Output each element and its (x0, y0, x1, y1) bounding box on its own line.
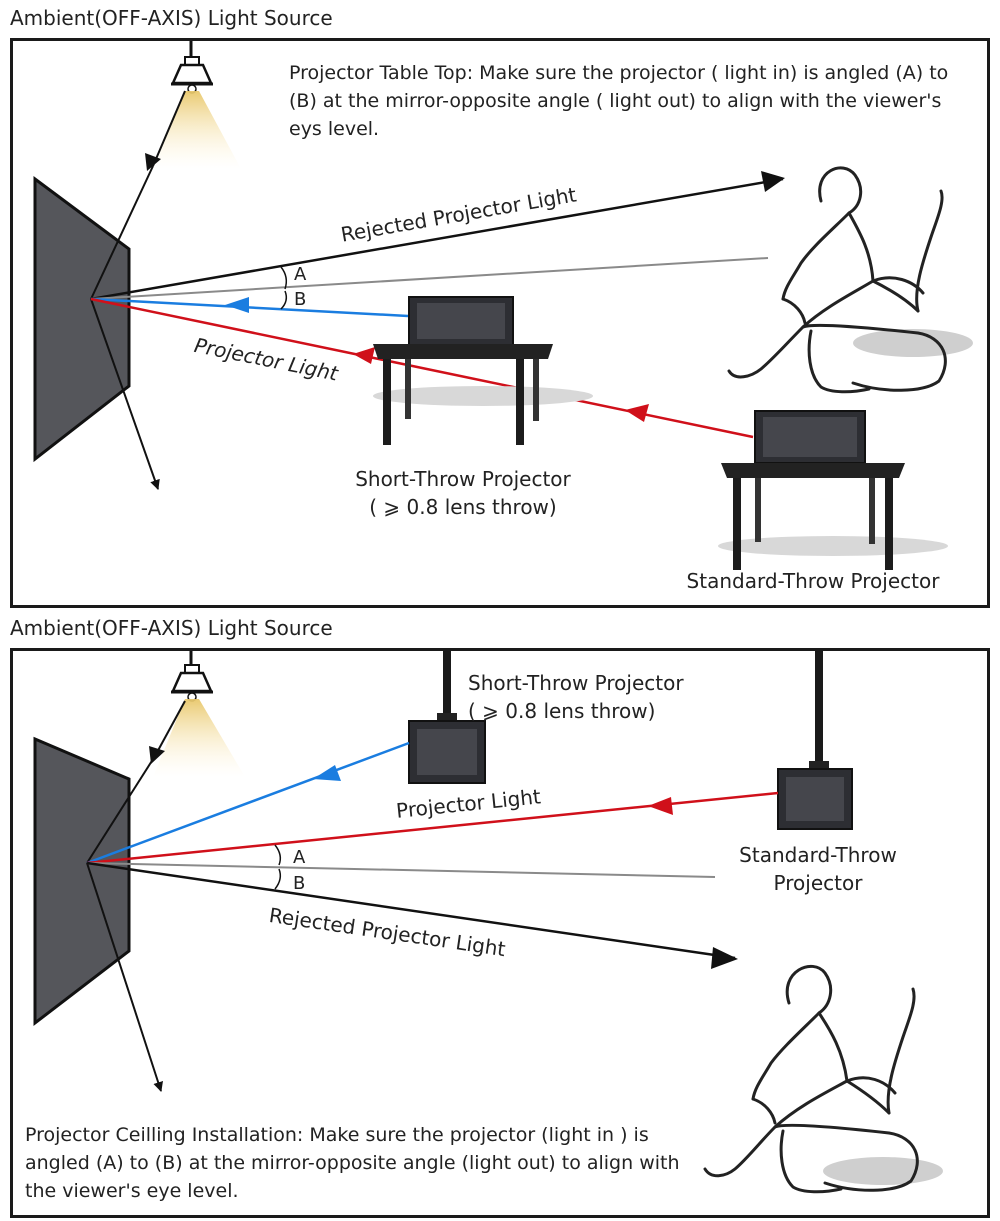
short-throw-label: Short-Throw Projector ( ⩾ 0.8 lens throw… (468, 669, 728, 725)
viewer-reference-line (90, 257, 769, 300)
short-throw-arrowhead (225, 297, 249, 313)
short-throw-label: Short-Throw Projector (355, 467, 571, 491)
short-throw-projector-on-table (373, 296, 593, 445)
rejected-light-ray (90, 177, 784, 301)
rejected-light-ray (86, 861, 736, 960)
short-throw-ceiling-mount (443, 651, 451, 715)
short-throw-light-ray (90, 297, 409, 318)
table-top-diagram (33, 41, 973, 570)
standard-throw-projector-on-table (718, 410, 948, 570)
short-throw-label-line1: Short-Throw Projector (468, 671, 684, 695)
seated-viewer-figure (727, 166, 973, 394)
angle-a-label: A (293, 847, 306, 868)
red-arrowhead-far (625, 404, 649, 422)
table-top-panel: Projector Table Top: Make sure the proje… (10, 38, 990, 608)
standard-throw-label-line2: Projector (773, 871, 863, 895)
viewer-reference-line (86, 862, 716, 878)
table-top-instruction: Projector Table Top: Make sure the proje… (289, 62, 949, 140)
angle-a-label: A (294, 264, 307, 285)
short-throw-spec: ( ⩾ 0.8 lens throw) (468, 699, 656, 723)
ambient-reflected (90, 298, 160, 490)
seated-viewer-figure (703, 964, 943, 1194)
short-throw-spec: ( ⩾ 0.8 lens throw) (369, 495, 557, 519)
ambient-light-ray (154, 700, 186, 757)
ambient-reflected (86, 862, 163, 1092)
ambient-incoming (86, 755, 156, 864)
bottom-section-title: Ambient(OFF-AXIS) Light Source (10, 616, 333, 640)
short-throw-arrowhead (313, 765, 341, 781)
rejected-arrowhead (711, 947, 738, 969)
standard-throw-ceiling-mount (815, 651, 823, 763)
angle-b-arc (280, 290, 288, 310)
angle-b-label: B (293, 873, 306, 894)
ambient-arrowhead (145, 153, 161, 171)
ceiling-instruction: Projector Ceilling Installation: Make su… (25, 1124, 680, 1202)
angle-a-arc (274, 844, 282, 866)
angle-b-arc (274, 868, 282, 890)
rejected-arrowhead (761, 171, 785, 192)
standard-throw-label-line1: Standard-Throw (739, 843, 897, 867)
angle-a-arc (280, 266, 288, 290)
ceiling-panel: Short-Throw Projector ( ⩾ 0.8 lens throw… (10, 648, 990, 1218)
ambient-light-ray (152, 90, 186, 167)
standard-throw-arrowhead (648, 797, 673, 815)
projection-screen (33, 176, 131, 463)
short-throw-light-ray (86, 741, 410, 865)
red-arrowhead-near-screen (353, 347, 375, 364)
ambient-incoming (90, 165, 154, 300)
short-throw-ceiling-projector (408, 713, 486, 784)
ceiling-lamp-icon (153, 651, 245, 777)
ceiling-diagram (33, 651, 943, 1194)
standard-throw-ceiling-projector (777, 761, 853, 830)
angle-b-label: B (294, 289, 307, 310)
top-section-title: Ambient(OFF-AXIS) Light Source (10, 6, 333, 30)
projection-screen (33, 736, 131, 1027)
standard-throw-label: Standard-Throw Projector (686, 569, 940, 593)
ceiling-lamp-icon (153, 41, 241, 169)
